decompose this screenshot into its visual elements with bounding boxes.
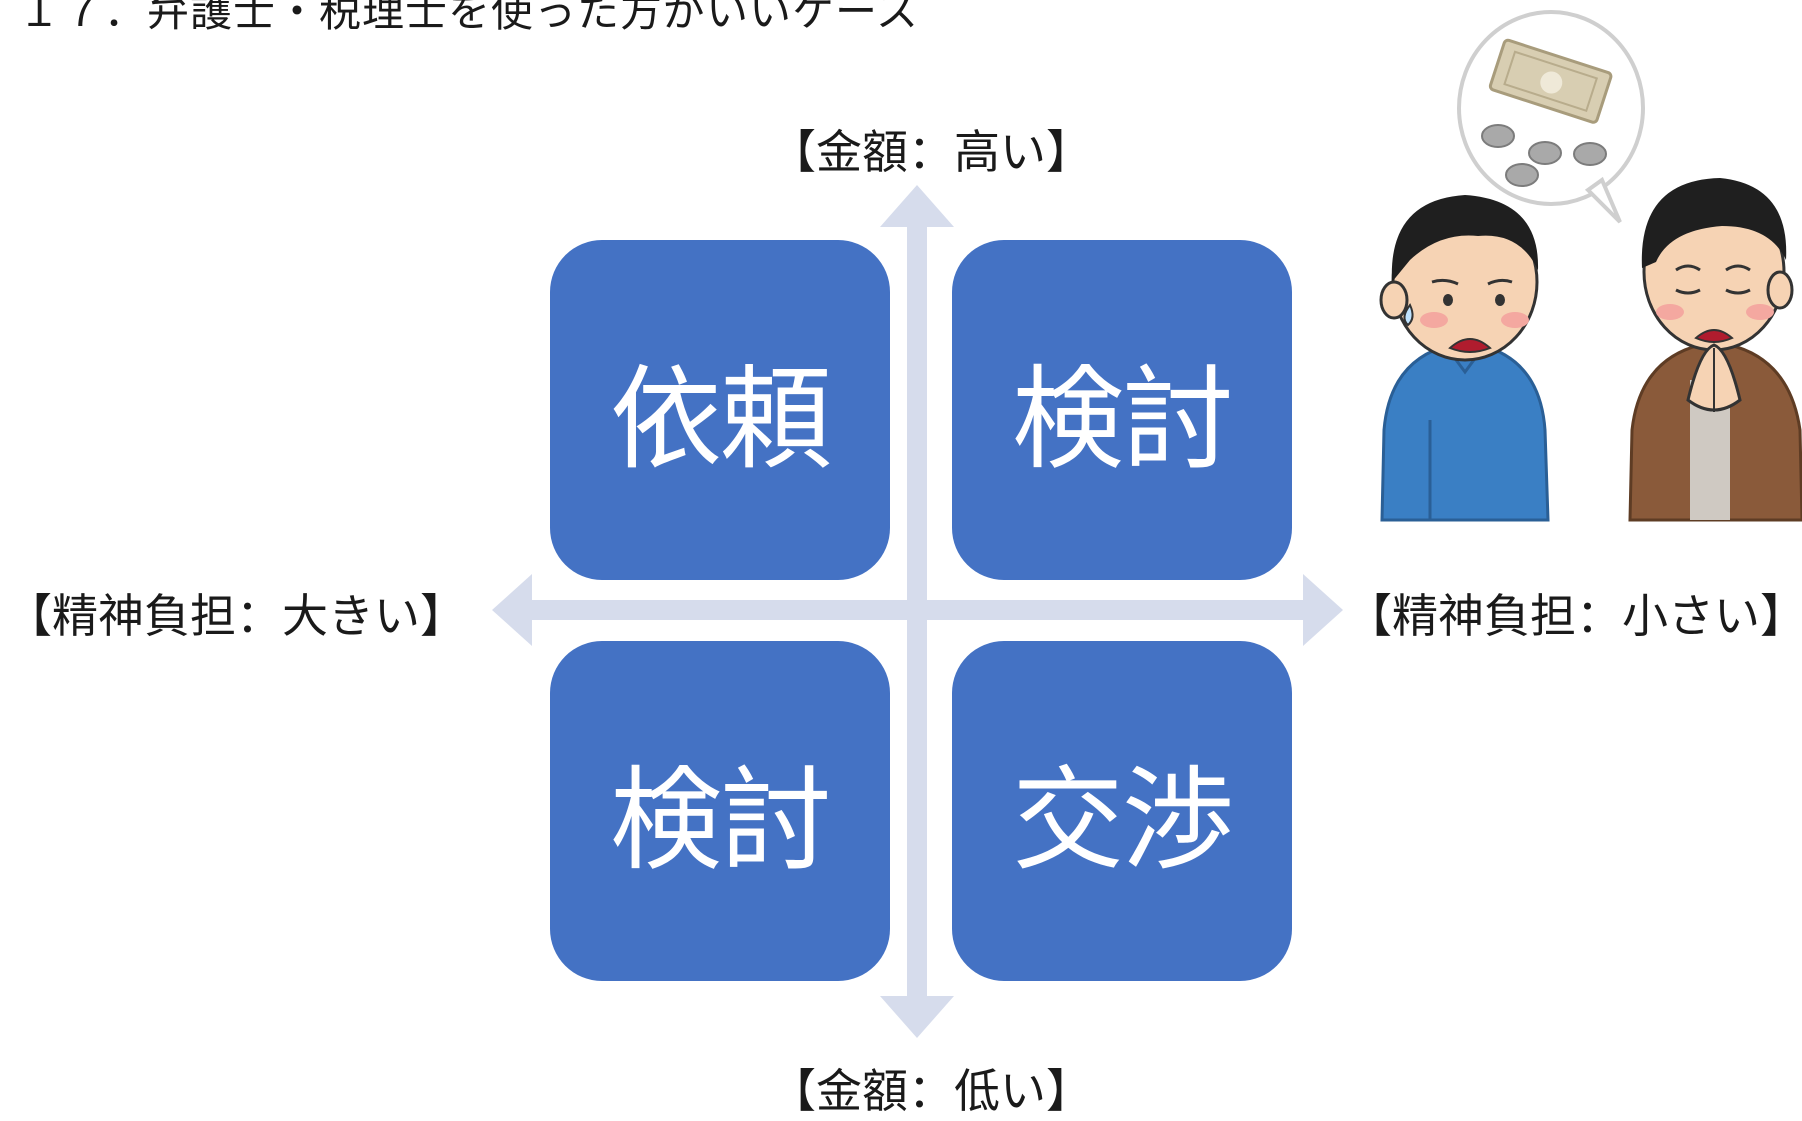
quadrant-top-right: 検討 [952,240,1292,580]
quadrant-top-left: 依頼 [550,240,890,580]
axis-label-amount-low: 【金額：低い】 [770,1064,1092,1118]
quadrant-label: 検討 [1012,355,1234,485]
worried-man-left-icon [1379,195,1550,522]
axis-label-amount-high: 【金額：高い】 [770,125,1092,179]
page-title: １７．弁護士・税理士を使った方がいいケース [18,0,919,36]
quadrant-bottom-left: 検討 [550,641,890,981]
quadrant-label: 検討 [610,756,832,886]
arrow-up [880,185,954,227]
worried-man-right-icon [1628,178,1802,522]
arrow-right [1303,574,1343,646]
arrow-down [880,996,954,1038]
quadrant-label: 依頼 [610,355,832,485]
axis-label-burden-small: 【精神負担：小さい】 [1346,589,1802,643]
quadrant-label: 交渉 [1012,756,1234,886]
horizontal-axis [530,600,1305,620]
two-worried-men-money-icon [1379,10,1802,522]
arrow-left [492,574,532,646]
speech-bubble-icon [1457,10,1645,224]
axis-label-burden-large: 【精神負担：大きい】 [6,589,466,643]
quadrant-bottom-right: 交渉 [952,641,1292,981]
